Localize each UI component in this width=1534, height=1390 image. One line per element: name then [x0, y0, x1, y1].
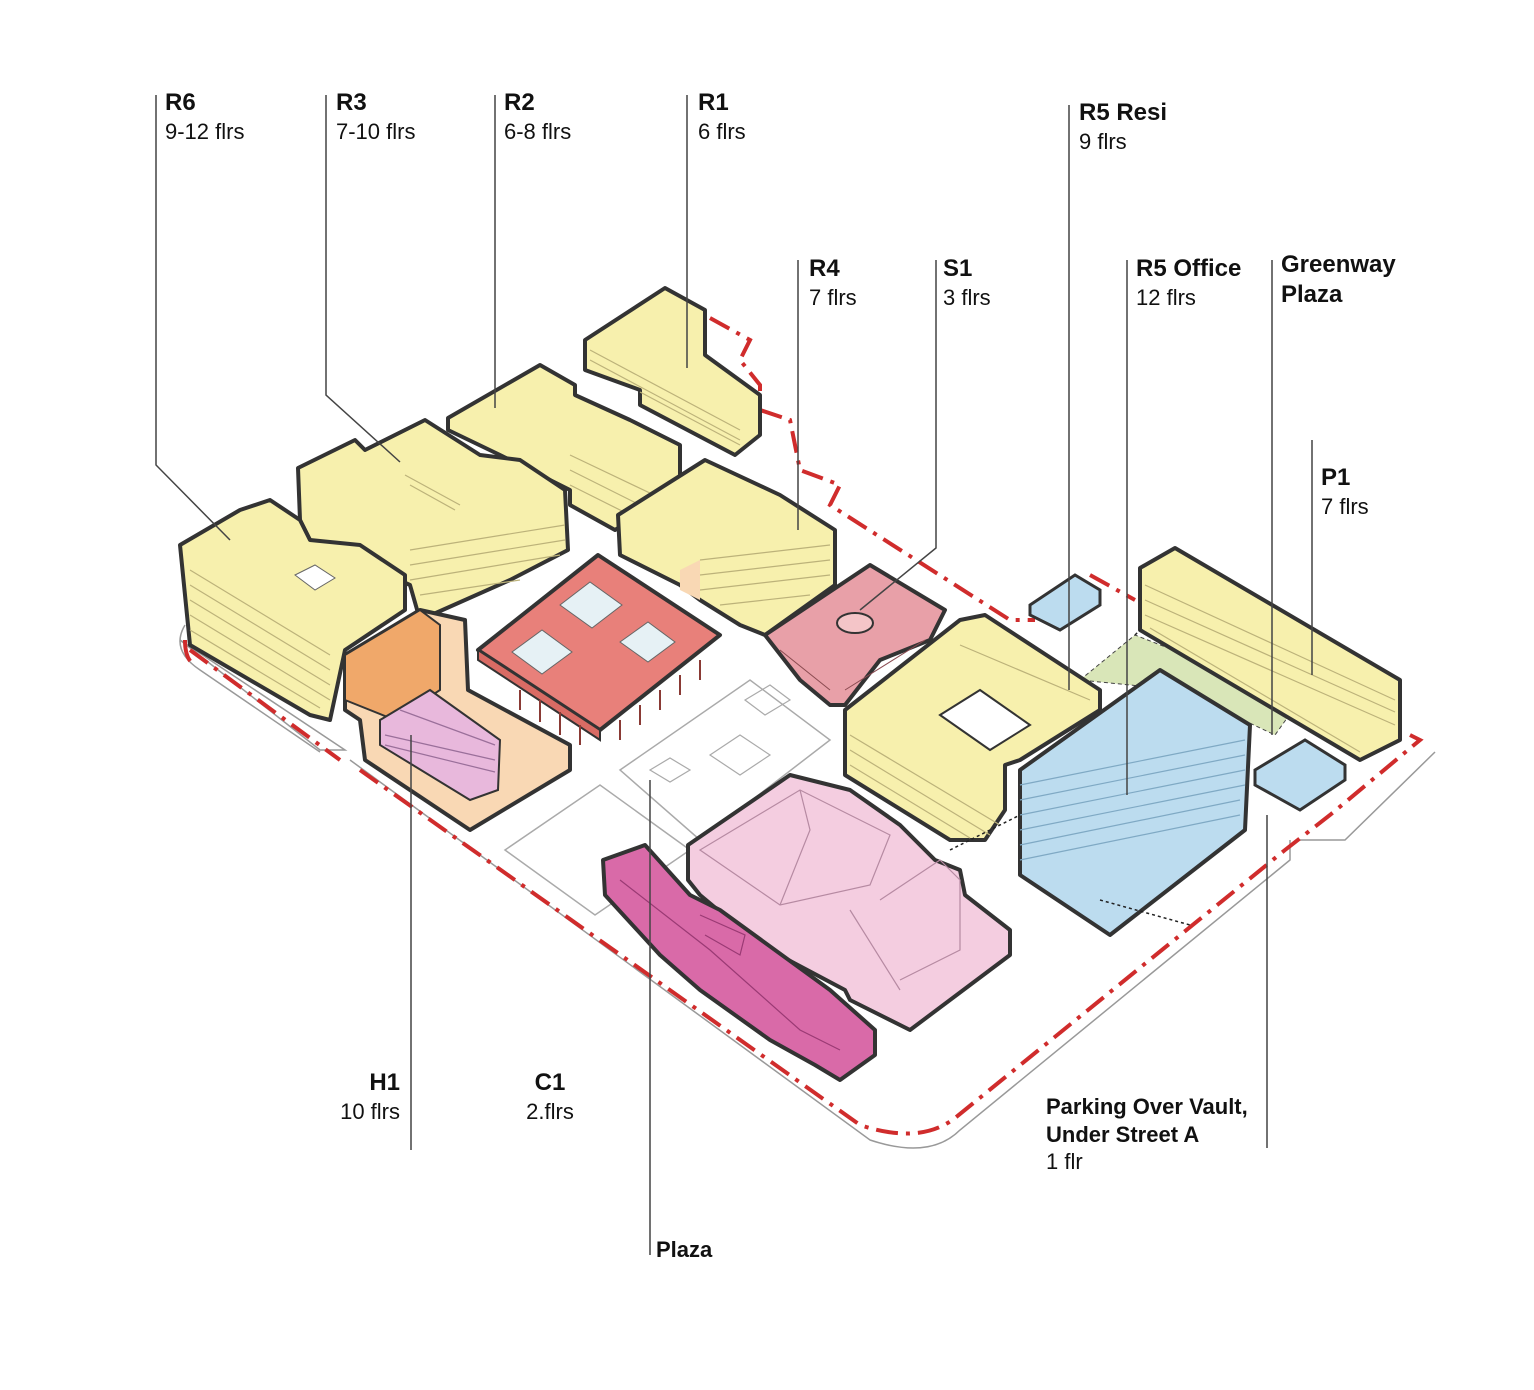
label-p1: P1 7 flrs [1321, 463, 1369, 521]
building-r5-office [1018, 668, 1252, 937]
label-h1: H1 10 flrs [300, 1068, 400, 1126]
label-s1: S1 3 flrs [943, 254, 991, 312]
label-s1-floors: 3 flrs [943, 285, 991, 310]
building-r5-resi [843, 613, 1102, 842]
label-c1-floors: 2.flrs [526, 1099, 574, 1124]
label-r6-floors: 9-12 flrs [165, 119, 245, 144]
building-market [476, 553, 722, 745]
label-r4: R4 7 flrs [809, 254, 857, 312]
label-r3-floors: 7-10 flrs [336, 119, 416, 144]
label-h1-name: H1 [369, 1069, 400, 1096]
site-boundary-line [183, 316, 1424, 1136]
building-c1-dark [601, 843, 877, 1082]
label-p1-name: P1 [1321, 464, 1351, 491]
building-r6 [178, 498, 407, 722]
label-r5-resi-floors: 9 flrs [1079, 129, 1127, 154]
label-r1-name: R1 [698, 89, 729, 116]
label-greenway-name2: Plaza [1281, 281, 1343, 308]
building-r4 [616, 458, 837, 637]
label-r6-name: R6 [165, 89, 196, 116]
leader-lines [155, 95, 1313, 1255]
label-parking-name2: Under Street A [1046, 1121, 1200, 1147]
label-r4-floors: 7 flrs [809, 285, 857, 310]
label-r3-name: R3 [336, 89, 367, 116]
label-r5-resi-name: R5 Resi [1079, 99, 1168, 126]
dashed-connectors [949, 629, 1191, 926]
label-p1-floors: 7 flrs [1321, 494, 1369, 519]
label-plaza-name: Plaza [656, 1237, 713, 1262]
label-c1: C1 2.flrs [500, 1068, 600, 1126]
label-parking-name1: Parking Over Vault, [1046, 1094, 1248, 1119]
street-outlines [179, 624, 1436, 1149]
label-r1-floors: 6 flrs [698, 119, 746, 144]
label-greenway-name1: Greenway [1281, 251, 1396, 278]
label-parking: Parking Over Vault, Under Street A 1 flr [1046, 1093, 1248, 1176]
label-r5-resi: R5 Resi 9 flrs [1079, 98, 1167, 156]
label-r2-name: R2 [504, 89, 535, 116]
building-r5-annex [1028, 573, 1102, 632]
building-pavilion-blue [1253, 738, 1347, 812]
building-h1 [343, 608, 572, 832]
label-c1-name: C1 [534, 1069, 566, 1096]
label-r5-office-name: R5 Office [1136, 255, 1242, 282]
label-parking-floors: 1 flr [1046, 1149, 1083, 1174]
label-plaza: Plaza [656, 1236, 712, 1264]
label-r6: R6 9-12 flrs [165, 88, 244, 146]
building-s1 [763, 563, 947, 707]
label-r4-name: R4 [809, 255, 840, 282]
label-h1-floors: 10 flrs [340, 1099, 400, 1124]
label-r5-office: R5 Office 12 flrs [1136, 254, 1241, 312]
label-s1-name: S1 [943, 255, 973, 282]
label-r3: R3 7-10 flrs [336, 88, 415, 146]
building-r1 [583, 286, 762, 457]
label-r2-floors: 6-8 flrs [504, 119, 572, 144]
label-r5-office-floors: 12 flrs [1136, 285, 1196, 310]
label-greenway-plaza: Greenway Plaza [1281, 250, 1396, 310]
plaza-pavilions [648, 684, 792, 783]
label-r1: R1 6 flrs [698, 88, 746, 146]
label-r2: R2 6-8 flrs [504, 88, 571, 146]
